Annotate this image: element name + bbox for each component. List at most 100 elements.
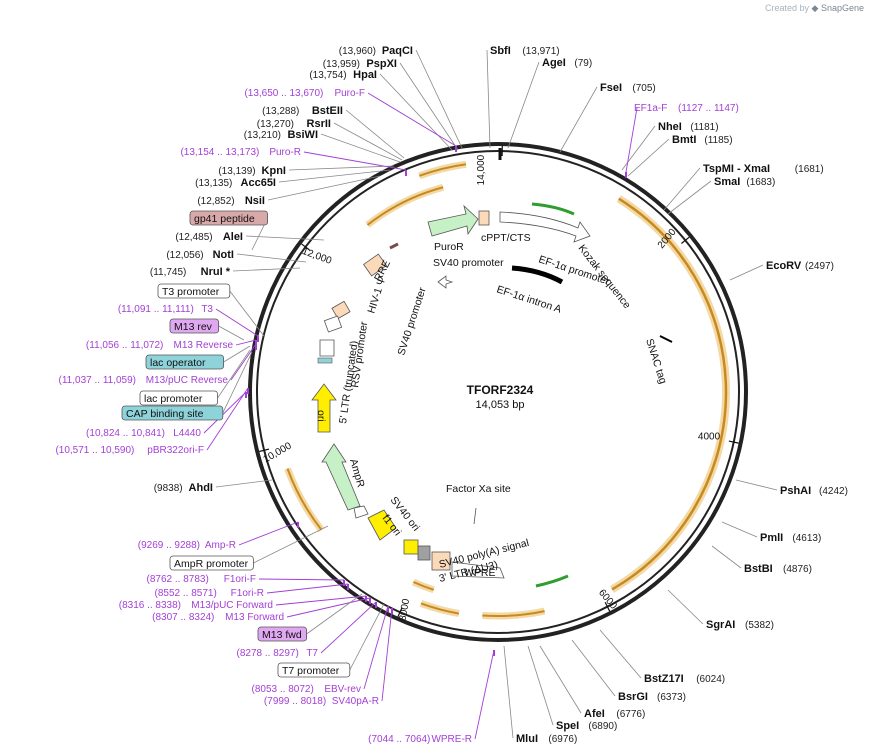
primer-label[interactable]: F1ori-R bbox=[231, 588, 264, 599]
primer-label[interactable]: F1ori-F bbox=[224, 574, 256, 585]
enzyme-label[interactable]: EcoRV bbox=[766, 260, 802, 272]
primer-label[interactable]: T3 bbox=[201, 304, 213, 315]
primer-label[interactable]: M13/pUC Forward bbox=[191, 600, 273, 611]
rsv-promoter-feature[interactable] bbox=[323, 315, 343, 333]
primer-label[interactable]: EF1a-F bbox=[634, 103, 667, 114]
enzyme-label[interactable]: RsrII bbox=[307, 118, 331, 130]
ori-feature[interactable] bbox=[311, 383, 337, 433]
primer-label[interactable]: L4440 bbox=[173, 428, 201, 439]
puror-feature[interactable] bbox=[427, 204, 479, 237]
enzyme-label[interactable]: BstEII bbox=[312, 105, 343, 117]
feature-label: PuroR bbox=[434, 241, 464, 253]
ef1a-intron-feature[interactable] bbox=[511, 265, 564, 285]
feature-box-label: T7 promoter bbox=[282, 665, 340, 677]
feature-box[interactable]: AmpR promoter bbox=[169, 555, 254, 571]
primer-label[interactable]: Puro-F bbox=[334, 88, 365, 99]
enzyme-label[interactable]: AleI bbox=[223, 231, 243, 243]
enzyme-label[interactable]: TspMI - XmaI bbox=[703, 163, 770, 175]
primer-label[interactable]: Puro-R bbox=[269, 147, 301, 158]
ampr-promoter-feature[interactable] bbox=[353, 505, 369, 519]
enzyme-label[interactable]: BmtI bbox=[672, 134, 696, 146]
feature-box[interactable]: M13 fwd bbox=[257, 626, 307, 642]
primer-label[interactable]: M13/pUC Reverse bbox=[146, 375, 229, 386]
primer-position: (7044 .. 7064) bbox=[368, 734, 430, 745]
enzyme-leader bbox=[527, 645, 554, 726]
primer-leader bbox=[474, 649, 495, 740]
primer-position: (13,650 .. 13,670) bbox=[244, 88, 323, 99]
enzyme-label[interactable]: Acc65I bbox=[241, 177, 276, 189]
enzyme-label[interactable]: KpnI bbox=[262, 165, 286, 177]
3ltr-feature[interactable] bbox=[431, 551, 451, 571]
enzyme-label[interactable]: PmlI bbox=[760, 532, 783, 544]
enzyme-position: (1181) bbox=[690, 122, 718, 133]
primer-label[interactable]: SV40pA-R bbox=[332, 696, 379, 707]
enzyme-label[interactable]: BsrGI bbox=[618, 691, 648, 703]
wpre-feature[interactable] bbox=[451, 561, 505, 579]
enzyme-label[interactable]: BstZ17I bbox=[644, 673, 684, 685]
enzyme-position: (13,288) bbox=[262, 106, 299, 117]
enzyme-label[interactable]: NheI bbox=[658, 121, 682, 133]
feature-box-leader bbox=[253, 525, 329, 564]
feature-box[interactable]: T7 promoter bbox=[277, 662, 351, 678]
ef1a-promoter-feature[interactable] bbox=[499, 211, 591, 243]
primer-label[interactable]: Amp-R bbox=[205, 540, 236, 551]
enzyme-leader bbox=[667, 589, 704, 625]
ampr-feature[interactable] bbox=[321, 443, 361, 511]
5ltr-feature[interactable] bbox=[331, 300, 351, 320]
sv40-promoter-feature[interactable] bbox=[437, 275, 454, 289]
enzyme-position: (1681) bbox=[795, 164, 824, 175]
enzyme-label[interactable]: FseI bbox=[600, 82, 622, 94]
primer-label[interactable]: pBR322ori-F bbox=[147, 445, 204, 456]
feature-box[interactable]: lac operator bbox=[145, 354, 224, 370]
enzyme-position: (13,210) bbox=[244, 130, 281, 141]
orf-arc bbox=[611, 197, 728, 591]
enzyme-label[interactable]: BsiWI bbox=[287, 129, 318, 141]
enzyme-label[interactable]: NsiI bbox=[245, 195, 265, 207]
rre-feature[interactable] bbox=[363, 253, 387, 277]
enzyme-label[interactable]: MluI bbox=[516, 733, 538, 745]
enzyme-label[interactable]: PspXI bbox=[366, 58, 397, 70]
enzyme-leader bbox=[245, 235, 325, 241]
enzyme-label[interactable]: PshAI bbox=[780, 485, 811, 497]
enzyme-label[interactable]: NruI * bbox=[201, 266, 231, 278]
gp41-feature[interactable] bbox=[389, 242, 399, 250]
primer-label[interactable]: T7 bbox=[306, 648, 318, 659]
primer-label[interactable]: M13 Forward bbox=[225, 612, 284, 623]
enzyme-label[interactable]: AfeI bbox=[584, 708, 605, 720]
feature-box[interactable]: M13 rev bbox=[169, 318, 219, 334]
enzyme-label[interactable]: BstBI bbox=[744, 563, 773, 575]
sv40-ori-feature[interactable] bbox=[403, 539, 419, 555]
enzyme-label[interactable]: NotI bbox=[213, 249, 234, 261]
feature-box[interactable]: lac promoter bbox=[139, 390, 218, 406]
sv40-polya-feature[interactable] bbox=[417, 545, 431, 561]
enzyme-position: (4613) bbox=[792, 533, 821, 544]
primer-leader bbox=[286, 597, 371, 618]
feature-box[interactable]: CAP binding site bbox=[121, 405, 224, 421]
enzyme-position: (1185) bbox=[704, 135, 732, 146]
tick-mark bbox=[681, 236, 690, 244]
primer-label[interactable]: M13 Reverse bbox=[174, 340, 234, 351]
enzyme-label[interactable]: SpeI bbox=[556, 720, 579, 732]
feature-box[interactable]: gp41 peptide bbox=[189, 210, 268, 226]
feature-box-label: CAP binding site bbox=[126, 408, 204, 420]
enzyme-label[interactable]: PaqCI bbox=[382, 45, 413, 57]
enzyme-label[interactable]: SbfI bbox=[490, 45, 511, 57]
tick-label: 14,000 bbox=[476, 154, 487, 185]
primer-position: (8316 .. 8338) bbox=[119, 600, 181, 611]
enzyme-position: (705) bbox=[632, 83, 655, 94]
primer-label[interactable]: WPRE-R bbox=[431, 734, 472, 745]
cap-site-feature[interactable] bbox=[317, 357, 333, 364]
f1-ori-feature[interactable] bbox=[367, 509, 397, 541]
lac-feature-stack[interactable] bbox=[319, 339, 335, 357]
cppt-cts-feature[interactable] bbox=[478, 210, 490, 226]
enzyme-label[interactable]: AgeI bbox=[542, 57, 566, 69]
enzyme-label[interactable]: SgrAI bbox=[706, 619, 735, 631]
enzyme-label[interactable]: AhdI bbox=[189, 482, 213, 494]
primer-label[interactable]: EBV-rev bbox=[324, 684, 361, 695]
tick-mark bbox=[397, 607, 403, 617]
enzyme-label[interactable]: HpaI bbox=[353, 69, 377, 81]
enzyme-label[interactable]: SmaI bbox=[714, 176, 740, 188]
feature-box-leader bbox=[217, 349, 251, 399]
feature-box[interactable]: T3 promoter bbox=[157, 283, 231, 299]
